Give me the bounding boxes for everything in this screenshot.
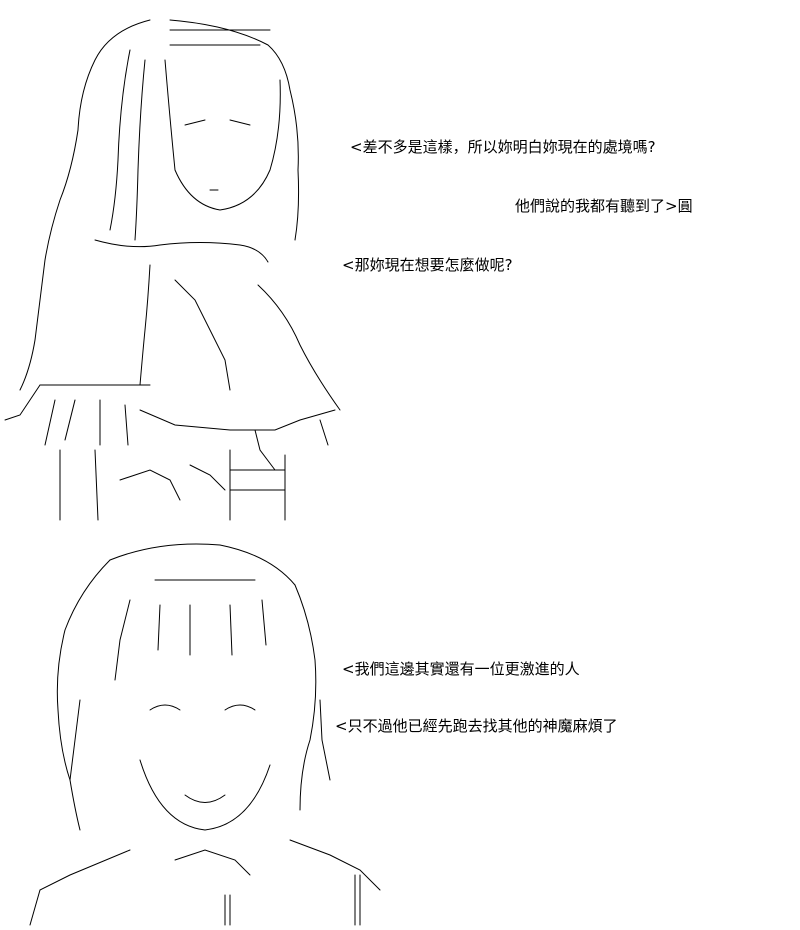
dialogue-line-5: <只不過他已經先跑去找其他的神魔麻煩了 [335, 717, 618, 735]
eye-left [149, 704, 181, 711]
torso-right [257, 284, 341, 411]
bangs [229, 604, 233, 656]
skirt-fold [319, 419, 329, 446]
hair-strand [69, 699, 81, 781]
shoulder-right [289, 839, 381, 891]
torso-left [139, 264, 151, 386]
hair-strand [109, 49, 131, 231]
bangs [157, 604, 161, 651]
eye-right [229, 119, 251, 126]
eye-left [184, 119, 206, 126]
hair-strand [319, 699, 331, 781]
skirt-fold [44, 399, 56, 446]
skirt-fold [124, 404, 129, 446]
collar [174, 849, 251, 876]
dialogue-line-2: 他們說的我都有聽到了>圓 [515, 197, 693, 215]
dialogue-line-3: <那妳現在想要怎麼做呢? [342, 256, 513, 274]
face-outline [164, 59, 281, 211]
skirt-left [4, 384, 41, 421]
skirt-fold [254, 429, 276, 471]
bangs [261, 599, 267, 646]
skirt-hem [139, 409, 336, 431]
tie [174, 279, 231, 391]
hair-outline-right [294, 584, 317, 811]
dialogue-line-1: <差不多是這樣，所以妳明白妳現在的處境嗎? [350, 138, 656, 156]
mouth-smile [184, 794, 226, 803]
shoulder-left [29, 849, 131, 926]
hand-detail [119, 469, 181, 501]
eye-right [224, 704, 256, 711]
smiling-girl-figure [29, 543, 381, 926]
dialogue-line-4: <我們這邊其實還有一位更激進的人 [342, 660, 580, 678]
hair-top [109, 543, 296, 586]
bangs [114, 599, 131, 681]
leg-left-inner [94, 449, 99, 521]
collar [94, 239, 269, 263]
hair-outline-left [19, 19, 151, 391]
hair-outline-left [56, 559, 111, 831]
hair-outline-right [169, 19, 300, 241]
skirt-fold [64, 399, 76, 441]
standing-girl-figure [4, 19, 341, 521]
hand-detail [189, 464, 226, 491]
hair-strand [134, 59, 146, 241]
chin [139, 759, 271, 831]
